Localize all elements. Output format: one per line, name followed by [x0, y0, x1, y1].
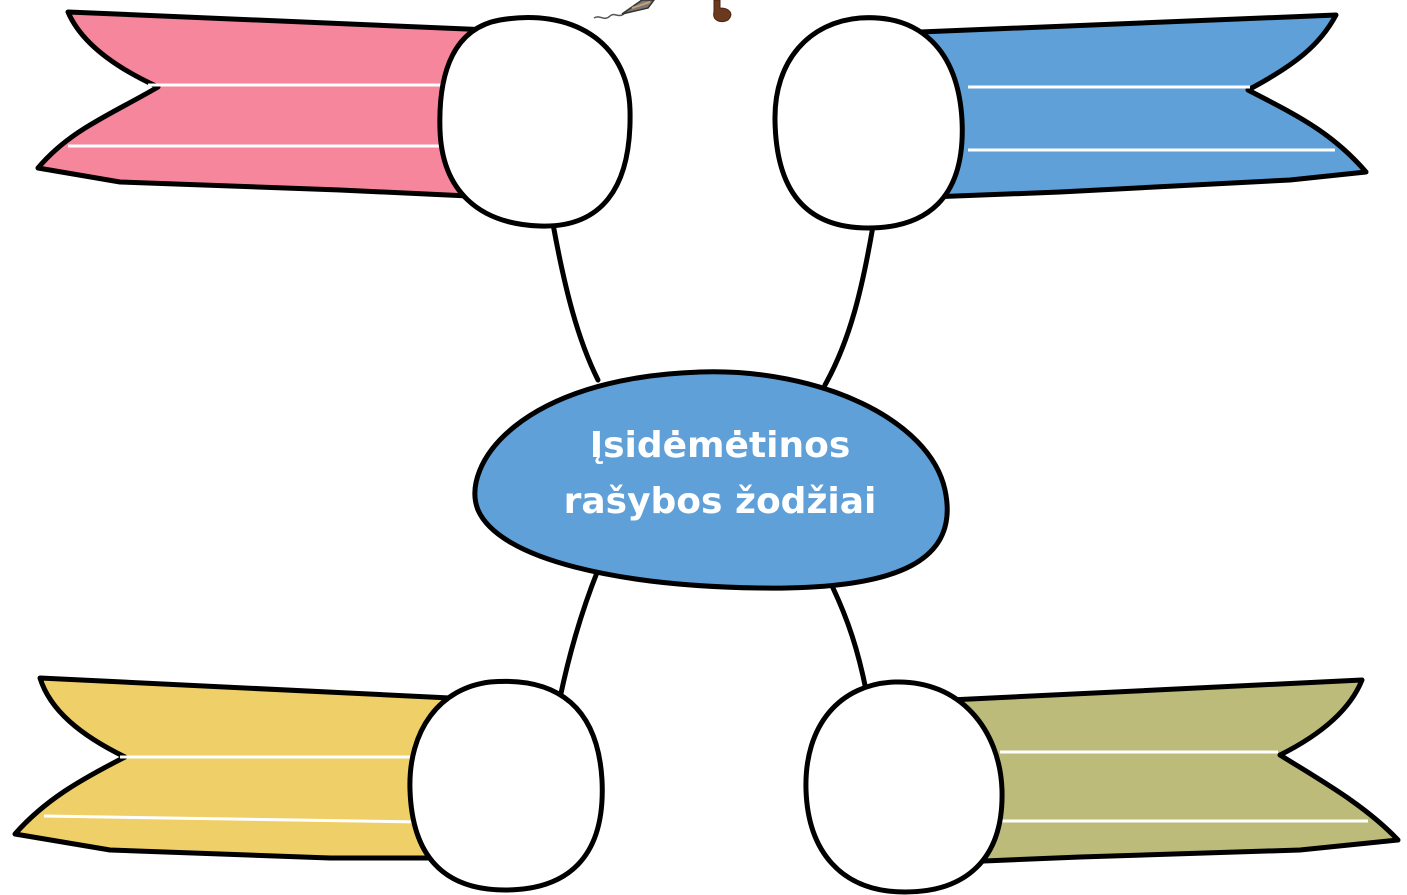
connector-bottom-right — [830, 585, 869, 693]
center-title: Įsidėmėtinos rašybos žodžiai — [530, 418, 910, 530]
bubble-top-left — [437, 15, 633, 229]
ribbon-bottom-right — [947, 677, 1401, 865]
center-title-line-1: Įsidėmėtinos — [589, 425, 851, 466]
ribbon-bottom-left — [12, 675, 453, 861]
bubble-top-right — [772, 15, 965, 231]
branch-bottom-right — [803, 677, 1401, 895]
branch-bottom-left — [12, 675, 605, 893]
bubble-bottom-left — [407, 678, 605, 893]
ribbon-top-left — [35, 9, 493, 200]
center-title-line-2: rašybos žodžiai — [563, 481, 877, 522]
ribbon-top-right — [917, 12, 1369, 200]
connector-bottom-left — [557, 567, 601, 701]
center-bubble — [472, 369, 950, 591]
ink-drop-icon — [713, 0, 732, 23]
bubble-bottom-right — [803, 679, 1005, 895]
connector-top-right — [822, 223, 876, 388]
fountain-pen-nib-icon — [593, 0, 655, 20]
branch-top-left — [35, 9, 633, 229]
connectors — [550, 221, 876, 701]
write-line — [43, 814, 421, 824]
branch-top-right — [772, 12, 1369, 231]
connector-top-left — [550, 221, 601, 383]
